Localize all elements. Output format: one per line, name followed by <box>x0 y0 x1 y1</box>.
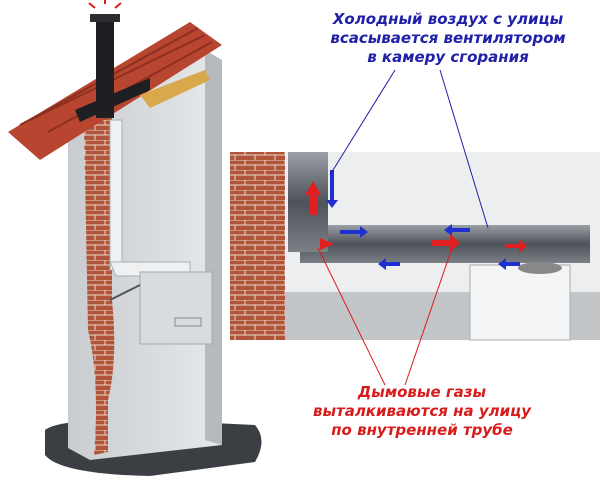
leader-line-air-2 <box>439 69 489 229</box>
flue-gas-arrow <box>305 181 321 215</box>
fresh-air-arrow <box>378 258 400 270</box>
cold-air-caption-line: Холодный воздух с улицы <box>332 10 564 28</box>
inset-vertical-pipe <box>288 152 328 252</box>
exhaust-arrows <box>88 0 122 9</box>
flue-gas-caption: Дымовые газы выталкиваются на улицу по в… <box>282 383 562 440</box>
boiler-panel <box>174 317 202 327</box>
flue-gas-arrow <box>432 234 460 252</box>
fresh-air-arrow <box>498 258 520 270</box>
leader-line-smoke-2 <box>404 247 453 386</box>
inset-boiler <box>469 264 571 341</box>
flue-gas-caption-line: Дымовые газы <box>357 383 487 401</box>
cold-air-caption-line: всасывается вентилятором <box>330 29 566 47</box>
brick-section <box>84 112 115 455</box>
chimney-cap <box>90 14 120 22</box>
cold-air-caption-line: в камеру сгорания <box>367 48 529 66</box>
leader-line-smoke-1 <box>317 247 386 386</box>
boiler-bracket <box>109 284 141 301</box>
flue-gas-caption-line: выталкиваются на улицу <box>312 402 532 420</box>
roof-flashing <box>75 78 150 122</box>
flue-gas-arrow <box>320 238 334 250</box>
fresh-air-arrow <box>444 224 470 236</box>
leader-line-air-1 <box>329 69 396 176</box>
flue-gas-arrows <box>305 181 527 253</box>
inset-brick-wall <box>230 152 285 340</box>
fresh-air-arrow <box>326 170 338 208</box>
fresh-air-arrows <box>326 170 520 270</box>
roof-beam <box>140 70 210 108</box>
wall-pillar-side <box>205 50 222 445</box>
cold-air-caption: Холодный воздух с улицы всасывается вент… <box>318 10 578 67</box>
boiler <box>139 271 213 345</box>
fresh-air-arrow <box>340 226 368 238</box>
inset-detail <box>230 69 600 386</box>
inset-pipe-outlet <box>518 262 562 274</box>
flue-gas-arrow <box>505 239 527 253</box>
flue-pipe <box>109 119 123 271</box>
flue-gas-caption-line: по внутренней трубе <box>331 421 513 439</box>
chimney-pipe <box>96 18 114 118</box>
